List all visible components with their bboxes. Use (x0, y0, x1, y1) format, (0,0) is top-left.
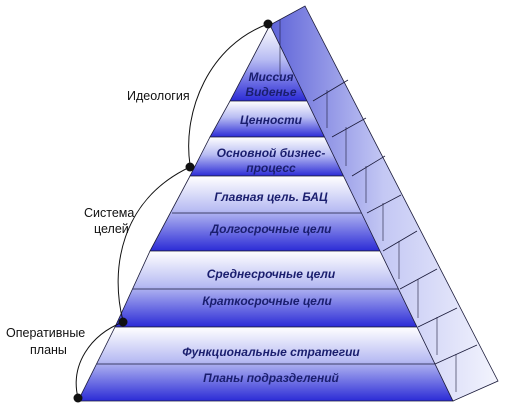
level-label-mission: Миссия (248, 70, 293, 84)
arc-plans (75, 321, 124, 399)
level-label-process-1: Основной бизнес- (217, 146, 326, 160)
level-label-dept-plans: Планы подразделений (203, 371, 339, 385)
group-labels: Идеология Система целей Оперативные план… (6, 89, 190, 357)
group-label-plans-2: планы (30, 343, 67, 357)
side-divider-3 (351, 155, 386, 177)
side-divider-7 (417, 307, 458, 328)
dot-top (263, 19, 273, 29)
level-label-medium-term: Среднесрочные цели (207, 267, 336, 281)
level-label-strategies: Функциональные стратегии (182, 345, 360, 359)
level-label-values: Ценности (240, 113, 303, 127)
level-band-goals-upper (149, 175, 384, 252)
side-divider-4 (366, 194, 402, 214)
level-labels: Миссия Виденье Ценности Основной бизнес-… (182, 70, 360, 385)
side-divider-1 (312, 79, 349, 102)
group-label-goals-2: целей (94, 222, 129, 236)
side-divider-5 (382, 230, 418, 252)
group-connectors (75, 23, 269, 399)
level-label-vision: Виденье (245, 85, 296, 99)
arc-goals (117, 166, 191, 322)
group-label-goals-1: Система (84, 206, 134, 220)
level-label-short-term: Краткосрочные цели (202, 294, 332, 308)
side-divider-2 (331, 117, 367, 138)
dot-ideology-end (185, 162, 195, 172)
level-label-process-2: процесс (246, 161, 296, 175)
pyramid-front-face (77, 24, 454, 402)
dot-goals-end (118, 317, 128, 327)
side-divider-6 (399, 268, 438, 290)
level-label-main-goal: Главная цель. БАЦ (214, 190, 328, 204)
connector-dots (73, 19, 273, 403)
level-label-long-term: Долгосрочные цели (209, 222, 332, 236)
pyramid-side-face (269, 5, 499, 402)
arc-ideology (188, 23, 269, 166)
group-label-ideology: Идеология (127, 89, 190, 103)
group-label-plans-1: Оперативные (6, 326, 85, 340)
dot-plans-end (73, 393, 83, 403)
